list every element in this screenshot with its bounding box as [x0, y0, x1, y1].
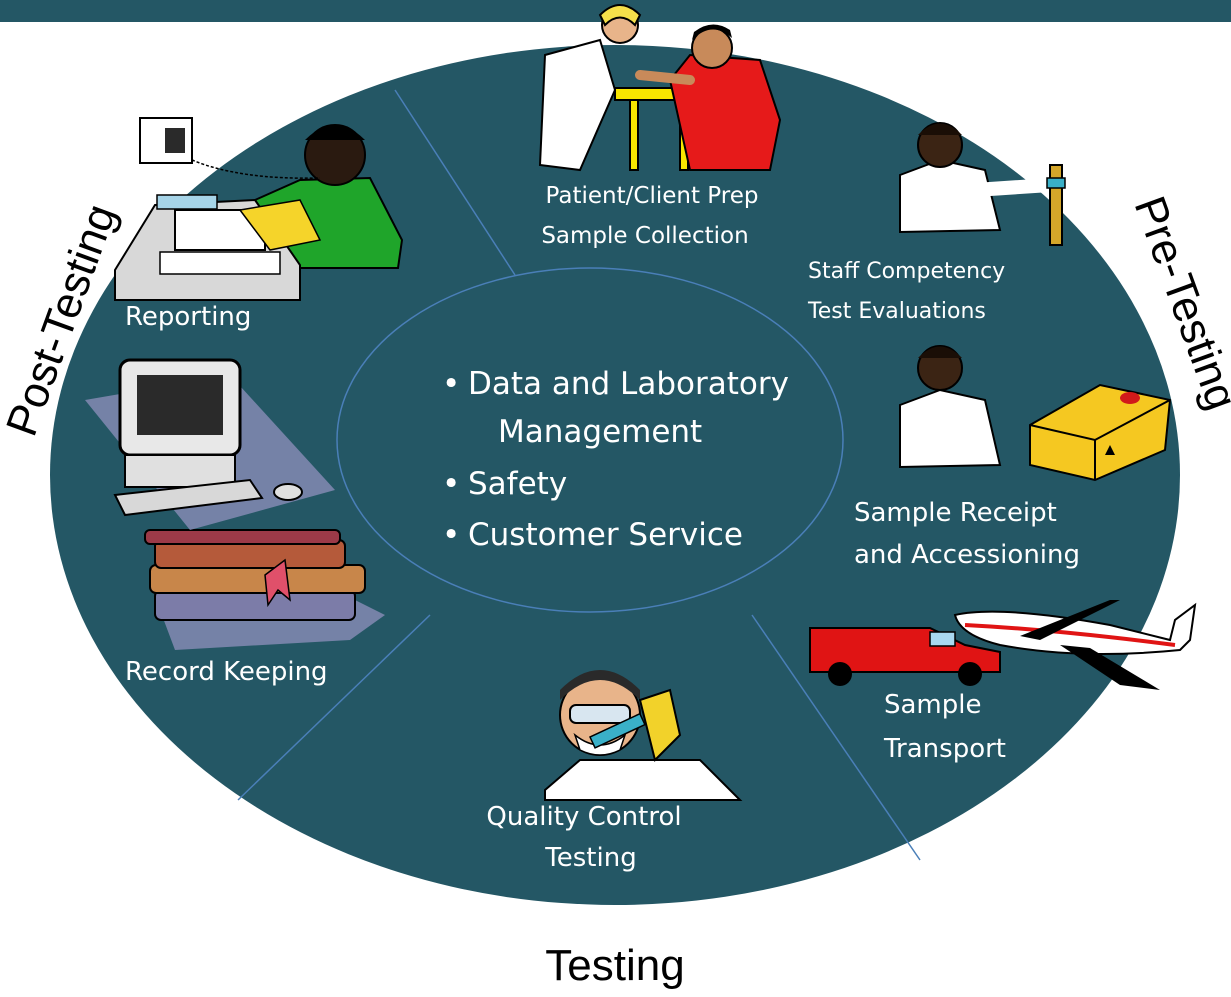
inner-ellipse — [336, 267, 844, 613]
center-bullet-1-cont: Management — [498, 414, 702, 450]
stage-labels: Patient/Client Prep Sample Collection St… — [125, 183, 1080, 873]
sample-receipt-label: Sample Receipt — [854, 498, 1057, 528]
accessioning-label: and Accessioning — [854, 540, 1080, 570]
test-evaluations-label: Test Evaluations — [807, 299, 986, 324]
divider-top — [394, 89, 516, 276]
nurse-drawing-blood-icon — [538, 4, 782, 172]
staff-competency-label: Staff Competency — [808, 259, 1005, 284]
center-bullet-2: Safety — [468, 466, 567, 502]
scientist-with-goggles-icon — [544, 670, 743, 801]
divider-bottom-left — [237, 614, 431, 801]
sample-label: Sample — [884, 690, 982, 720]
qc-testing-label: Testing — [544, 843, 636, 873]
reporting-label: Reporting — [125, 302, 251, 332]
center-bullets: • Data and Laboratory Management • Safet… — [442, 366, 789, 553]
transport-label: Transport — [883, 734, 1006, 764]
man-on-phone-with-fax-icon — [114, 117, 404, 301]
patient-prep-label: Patient/Client Prep — [546, 183, 759, 209]
segment-dividers — [237, 89, 921, 861]
sample-collection-label: Sample Collection — [541, 223, 748, 249]
van-and-airplane-icon — [809, 600, 1197, 690]
technician-with-package-icon — [899, 345, 1172, 482]
center-bullet-1: Data and Laboratory — [468, 366, 789, 402]
testing-label: Testing — [545, 941, 684, 990]
technician-with-test-tube-icon — [899, 122, 1066, 246]
record-keeping-label: Record Keeping — [125, 657, 328, 687]
bullet-marker: • — [442, 366, 460, 402]
computer-icon — [85, 358, 335, 530]
center-bullet-3: Customer Service — [468, 517, 743, 553]
divider-bottom-right — [751, 614, 921, 861]
quality-control-label: Quality Control — [486, 802, 681, 832]
bullet-marker: • — [442, 517, 460, 553]
bullet-marker: • — [442, 466, 460, 502]
stack-of-books-icon — [144, 529, 385, 650]
